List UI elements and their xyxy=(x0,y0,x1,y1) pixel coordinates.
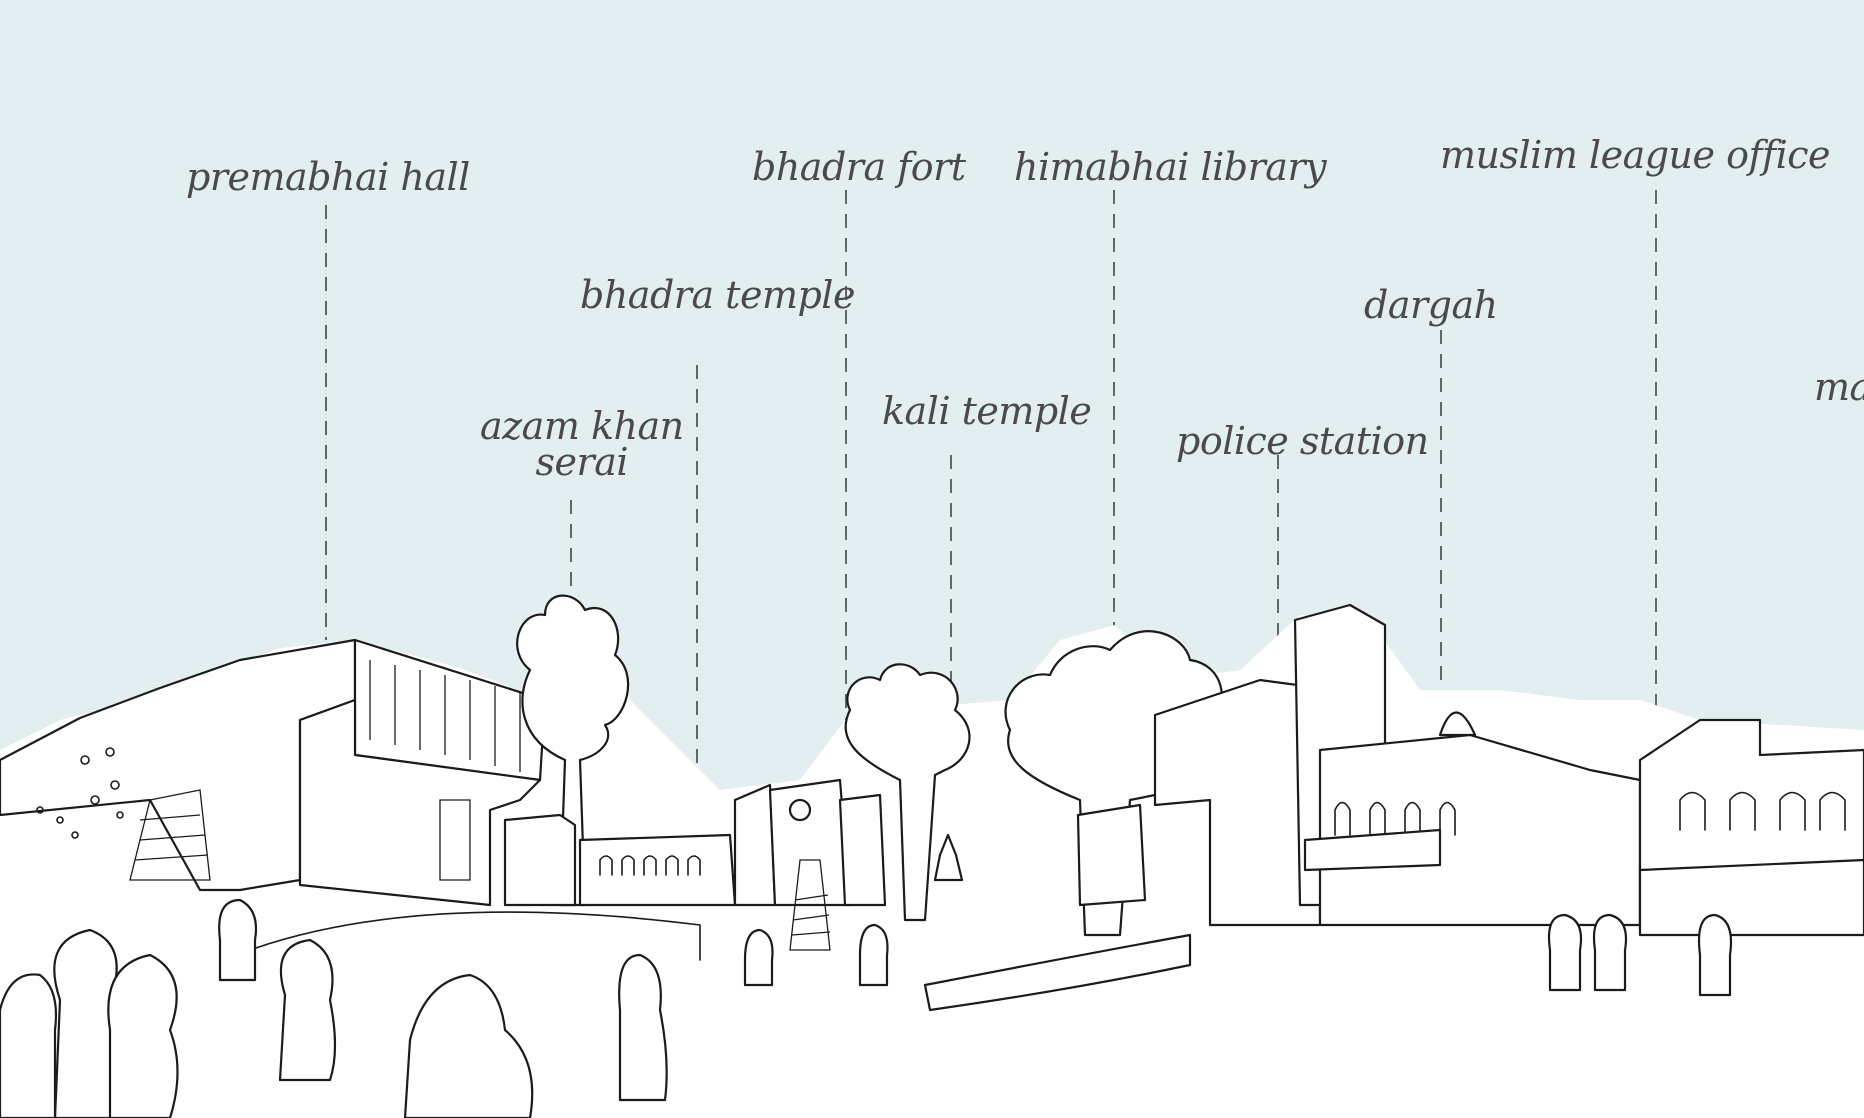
label-azam-khan-serai: azam khan serai xyxy=(480,404,684,484)
label-mas: mas xyxy=(1814,365,1864,409)
muslim-league-office-drawing xyxy=(1638,718,1864,937)
bhadra-fort-drawing xyxy=(503,778,887,951)
label-bhadra-fort: bhadra fort xyxy=(752,145,966,189)
kali-temple-shrine xyxy=(933,833,964,882)
tree-azam-khan xyxy=(516,594,630,907)
premabhai-hall-drawing xyxy=(0,638,547,907)
himabhai-library-drawing xyxy=(1076,803,1147,907)
plaza-bench xyxy=(923,933,1192,1012)
tree-kali-temple xyxy=(844,663,971,922)
dargah-drawing xyxy=(1303,711,1642,927)
label-kali-temple: kali temple xyxy=(882,389,1092,433)
label-dargah: dargah xyxy=(1364,283,1498,327)
label-bhadra-temple: bhadra temple xyxy=(580,273,855,317)
label-muslim-league-office: muslim league office xyxy=(1440,133,1831,177)
label-police-station: police station xyxy=(1176,419,1429,463)
crowd-figures xyxy=(0,898,1733,1118)
label-himabhai-library: himabhai library xyxy=(1014,145,1327,189)
label-premabhai-hall: premabhai hall xyxy=(186,155,470,199)
plaza-curve-left xyxy=(249,911,701,961)
